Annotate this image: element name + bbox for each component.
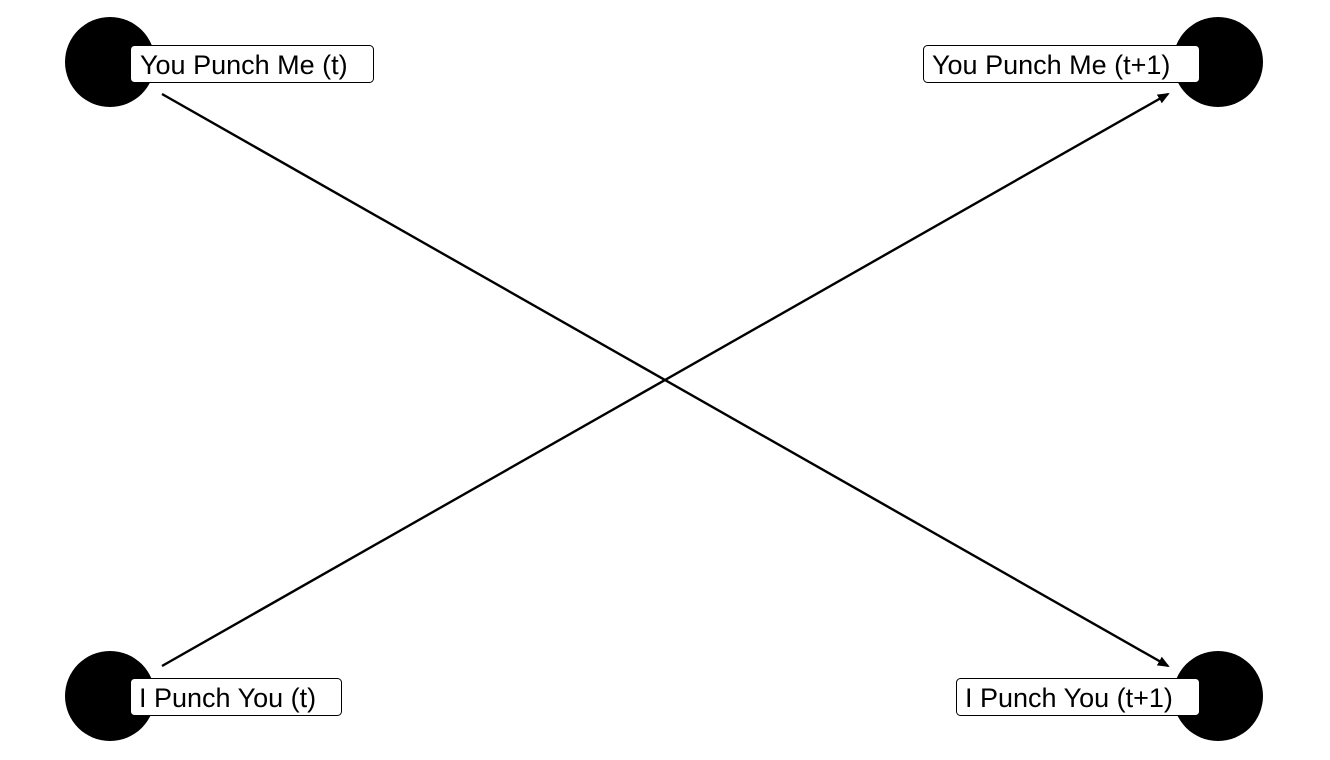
label-you-punch-me-t1: You Punch Me (t+1) (923, 45, 1200, 83)
label-you-punch-me-t1-text: You Punch Me (t+1) (932, 50, 1170, 80)
node-i-punch-you-t1 (1173, 651, 1263, 741)
label-i-punch-you-t: I Punch You (t) (130, 678, 342, 716)
label-you-punch-me-t: You Punch Me (t) (130, 45, 374, 83)
label-i-punch-you-t1: I Punch You (t+1) (956, 678, 1200, 716)
label-i-punch-you-t-text: I Punch You (t) (139, 683, 316, 713)
node-i-punch-you-t (65, 651, 155, 741)
label-i-punch-you-t1-text: I Punch You (t+1) (965, 683, 1173, 713)
node-you-punch-me-t (65, 17, 155, 107)
node-you-punch-me-t1 (1173, 17, 1263, 107)
edge-i-t-to-you-t1 (161, 92, 1170, 668)
label-you-punch-me-t-text: You Punch Me (t) (140, 50, 348, 80)
